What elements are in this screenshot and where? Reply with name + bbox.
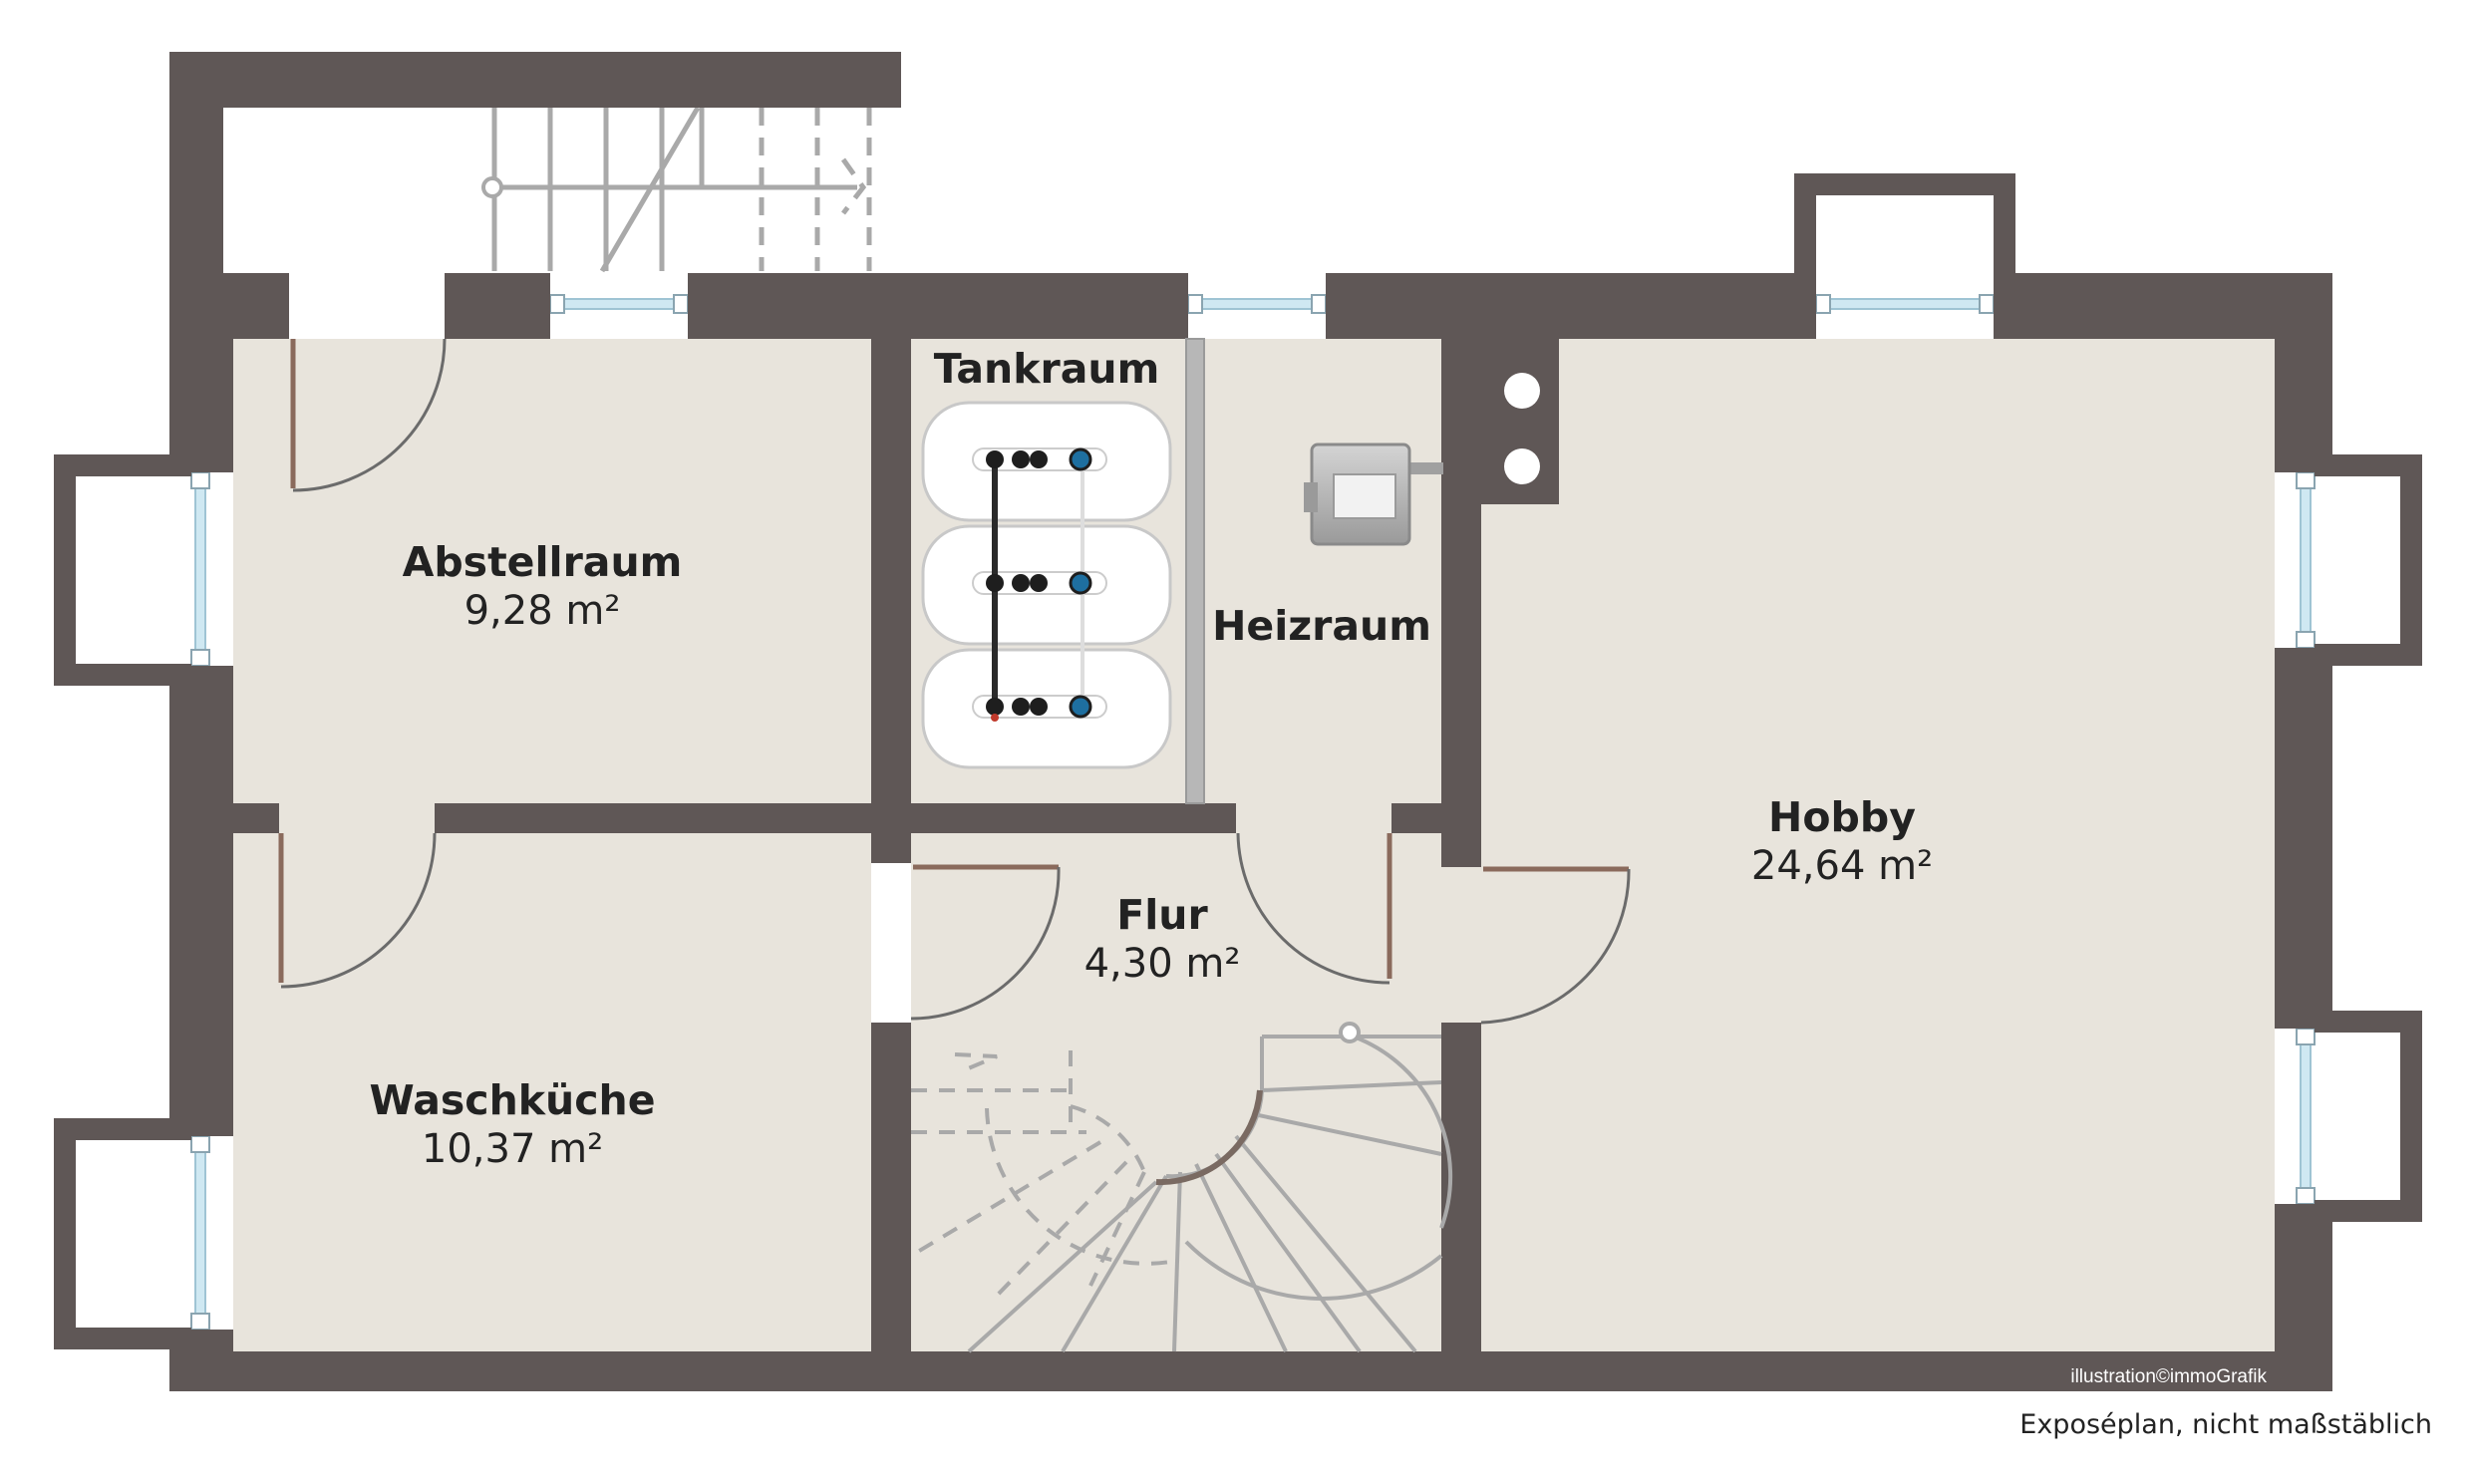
floor-door-gap-flur-heiz (1236, 803, 1391, 833)
label-flur-area: 4,30 m² (1084, 941, 1241, 987)
label-tankraum-name: Tankraum (934, 345, 1160, 393)
label-waschkueche-name: Waschküche (369, 1076, 655, 1124)
floor-heizraum (1188, 339, 1441, 803)
floor-waschkueche (233, 833, 871, 1351)
window-abstellraum-left (169, 471, 233, 667)
label-abstellraum-area: 9,28 m² (464, 588, 621, 634)
door-hobby (1480, 866, 1631, 1025)
door-heizraum (1236, 832, 1392, 985)
chimney-flue-lower (1504, 448, 1540, 484)
label-abstellraum-name: Abstellraum (403, 538, 683, 586)
staircase-treads-hidden (909, 1050, 1171, 1298)
floor-hobby (1481, 339, 2275, 1351)
staircase-handrail (1155, 1089, 1263, 1186)
floor-abstellraum (233, 339, 871, 803)
room-labels: Abstellraum 9,28 m² Tankraum Heizraum Ho… (369, 345, 1933, 1172)
oil-tanks (921, 401, 1172, 769)
interior-staircase (909, 1022, 1453, 1353)
label-hobby-area: 24,64 m² (1751, 843, 1933, 889)
window-hobby-top (1815, 273, 1995, 339)
staircase-treads (967, 1033, 1453, 1353)
label-heizraum-name: Heizraum (1212, 602, 1431, 650)
chimney-flue-upper (1504, 373, 1540, 409)
window-waschkueche-left (169, 1135, 233, 1331)
windows (169, 273, 2338, 1331)
plan-caption: Exposéplan, nicht maßstäblich (2019, 1409, 2432, 1440)
stair-start-marker (481, 176, 503, 198)
window-heizraum-top (1187, 273, 1327, 339)
tank-fittings (986, 447, 1092, 722)
label-waschkueche-area: 10,37 m² (422, 1126, 603, 1172)
label-flur-name: Flur (1116, 891, 1208, 939)
exterior-stairwell (481, 106, 872, 273)
floor-door-gap-abstell-wasch (279, 803, 435, 833)
walls (54, 52, 2422, 1391)
exterior-stairs (491, 106, 857, 273)
doors (278, 338, 1631, 1025)
partition-tank-heiz (1185, 338, 1205, 804)
door-abstellraum-entry (290, 338, 447, 492)
door-flur-west (910, 864, 1061, 1021)
staircase-start-marker (1339, 1022, 1361, 1043)
label-hobby-name: Hobby (1768, 793, 1916, 841)
window-hobby-right-lower (2275, 1028, 2338, 1205)
illustration-credit: illustration©immoGrafik (2070, 1366, 2267, 1387)
boiler (1304, 443, 1443, 546)
floor-areas (233, 339, 2275, 1351)
window-abstellraum-top (549, 273, 689, 339)
door-waschkueche (278, 832, 437, 989)
window-hobby-right-upper (2275, 471, 2338, 649)
exterior-stairs-hidden (759, 108, 872, 271)
